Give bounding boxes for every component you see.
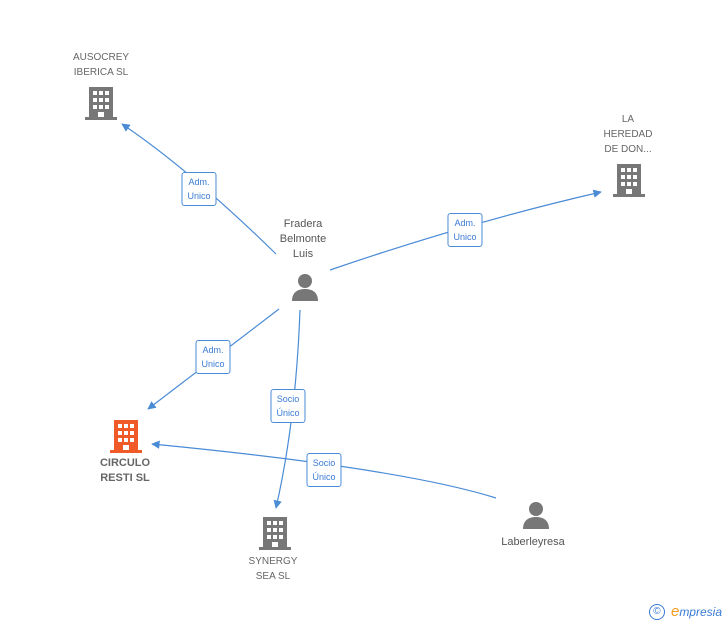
person-icon[interactable] [521, 500, 551, 530]
building-icon[interactable] [109, 418, 143, 454]
building-icon[interactable] [84, 85, 118, 121]
node-label-heredad: LA HEREDAD DE DON... [603, 114, 653, 155]
watermark: © empresia [648, 603, 722, 620]
building-icon[interactable] [612, 162, 646, 198]
edge-label-fradera-synergy[interactable]: Socio Único [270, 389, 306, 423]
node-label-fradera: Fradera Belmonte Luis [279, 218, 327, 260]
copyright-icon: © [648, 603, 665, 620]
person-icon[interactable] [290, 272, 320, 302]
node-label-ausocrey: AUSOCREY IBERICA SL [72, 52, 130, 78]
brand-logo: empresia [670, 603, 722, 620]
edge-label-fradera-ausocrey[interactable]: Adm. Unico [181, 172, 217, 206]
edge-label-fradera-heredad[interactable]: Adm. Unico [447, 213, 483, 247]
building-icon[interactable] [258, 515, 292, 551]
node-label-circulo: CIRCULO RESTI SL [99, 457, 151, 484]
edge-laberleyresa-circulo [151, 440, 497, 499]
edge-label-fradera-circulo[interactable]: Adm. Unico [195, 340, 231, 374]
node-label-synergy: SYNERGY SEA SL [248, 556, 298, 582]
edge-label-laberleyresa-circulo[interactable]: Socio Único [306, 453, 342, 487]
node-label-laberleyresa: Laberleyresa [501, 536, 565, 548]
